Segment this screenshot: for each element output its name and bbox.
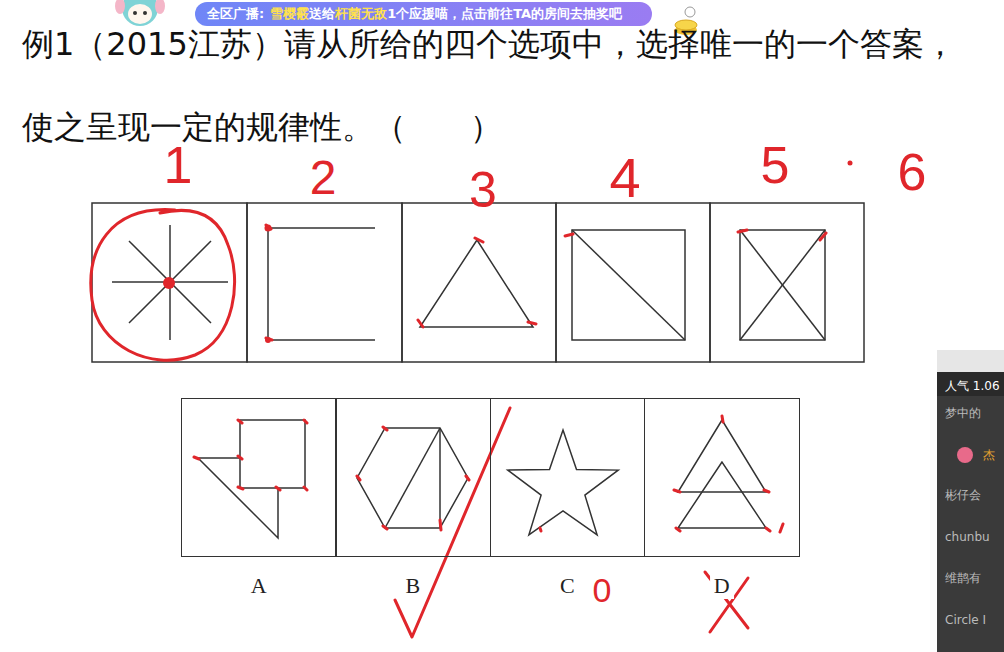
panel <box>402 203 556 362</box>
chat-panel: 人气 1.06 梦中的杰彬仔会 chunbu 维鹊有 Circle I <box>937 350 1004 652</box>
avatar-eye <box>133 11 137 15</box>
center-dot <box>163 277 175 289</box>
question-panels <box>92 203 864 362</box>
triangle <box>678 462 766 528</box>
option-letter: A <box>247 573 271 599</box>
handwritten-number: 3 <box>469 165 497 215</box>
star <box>508 430 618 535</box>
chat-top-bar <box>937 350 1004 372</box>
option-letter: D <box>710 573 734 599</box>
option-letter: C <box>556 573 579 599</box>
check-mark <box>395 408 510 637</box>
chat-body <box>937 372 1004 652</box>
tick <box>418 238 536 327</box>
avatar-icon <box>115 0 165 26</box>
handwritten-marks <box>91 210 826 637</box>
banner-text: 1个应援喵，点击前往TA的房间去抽奖吧 <box>387 2 622 26</box>
handwritten-number: 1 <box>164 139 193 191</box>
diagonal <box>439 428 441 528</box>
tick <box>357 427 469 530</box>
chat-message: 人气 1.06 <box>945 379 1000 394</box>
ray <box>129 241 211 323</box>
triangle <box>198 458 278 538</box>
tick <box>266 225 272 340</box>
corner-dot <box>265 337 271 343</box>
diagonal <box>572 230 685 340</box>
diagonal <box>385 428 440 528</box>
handwritten-number: 0 <box>593 573 612 607</box>
banner-text: 雪樱霰 <box>270 2 309 26</box>
bracket-shape <box>268 228 375 340</box>
avatar-ear <box>155 0 165 14</box>
option-panel: D <box>644 398 800 557</box>
figures <box>112 225 825 538</box>
triangle <box>420 240 533 327</box>
square <box>240 420 305 488</box>
handwritten-number: 5 <box>761 139 790 191</box>
hand-circle <box>91 210 235 361</box>
user-badge <box>957 447 973 463</box>
banner-text: 全区广播: <box>207 2 264 26</box>
tick <box>738 230 826 240</box>
avatar-face <box>128 4 152 24</box>
chat-panel-ground <box>937 350 1004 652</box>
diagonal <box>740 230 825 340</box>
banner-text: 送给 <box>309 2 335 26</box>
triangle <box>678 420 766 492</box>
panel <box>710 203 864 362</box>
banner-text: 杆菌无敌 <box>335 2 387 26</box>
panel <box>556 203 710 362</box>
rectangle <box>740 230 825 340</box>
avatar-eye <box>143 11 147 15</box>
panel <box>247 203 402 362</box>
avatar-ear <box>115 0 125 14</box>
ray <box>129 241 211 323</box>
bunny <box>685 7 695 17</box>
tick <box>565 234 573 236</box>
handwritten-number: 6 <box>898 146 927 198</box>
hexagon <box>357 428 468 528</box>
dot <box>848 161 853 166</box>
option-letter: B <box>401 573 424 599</box>
chat-message: 梦中的 <box>945 406 981 421</box>
corner-dot <box>265 225 272 232</box>
tick <box>674 416 783 532</box>
chat-header <box>937 372 1004 396</box>
tick <box>194 420 307 490</box>
diagonal <box>740 230 825 340</box>
avatar-hair <box>122 0 158 26</box>
handwritten-number: 4 <box>609 150 640 206</box>
cross-mark <box>705 572 748 632</box>
option-panel: C <box>490 398 646 557</box>
chat-message: 彬仔会 <box>945 488 981 503</box>
broadcast-banner: 全区广播:雪樱霰送给杆菌无敌1个应援喵，点击前往TA的房间去抽奖吧 <box>195 2 652 26</box>
handwritten-number: 2 <box>310 154 337 202</box>
square <box>572 230 685 340</box>
option-panel: A <box>181 398 337 557</box>
chat-message: chunbu <box>945 530 990 545</box>
tick <box>540 528 541 531</box>
chat-message: Circle I <box>945 613 986 628</box>
chat-message: 杰 <box>983 448 995 463</box>
chat-message: 维鹊有 <box>945 571 981 586</box>
option-panel: B <box>335 398 491 557</box>
